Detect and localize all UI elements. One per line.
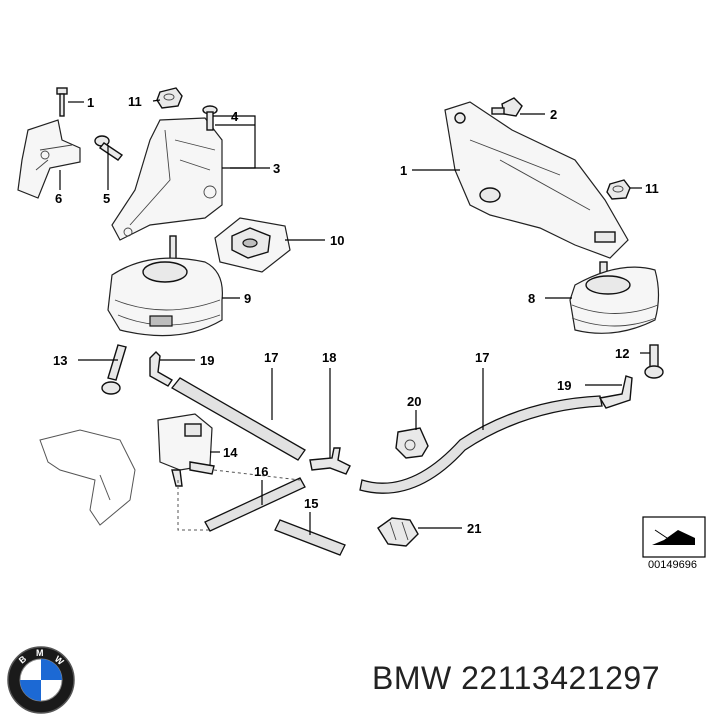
callout-6: 6 <box>55 191 62 206</box>
part-caption: BMW 22113421297 <box>372 660 660 697</box>
callout-12: 12 <box>615 346 629 361</box>
caption-brand: BMW <box>372 660 452 696</box>
part-1-bracket <box>444 101 629 259</box>
callout-20: 20 <box>407 394 421 409</box>
part-4-bolt <box>202 105 218 131</box>
bmw-logo: B M W <box>7 646 75 714</box>
callout-18: 18 <box>322 350 336 365</box>
part-18-t-connector <box>309 447 351 475</box>
callout-11-left: 11 <box>128 94 142 109</box>
part-7-bolt <box>56 87 68 117</box>
callout-5: 5 <box>103 191 110 206</box>
part-12-bolt <box>644 344 664 379</box>
logo-letter-m: M <box>36 648 44 658</box>
callout-11-right: 11 <box>645 181 659 196</box>
part-16-hose <box>204 477 306 532</box>
part-15-hose <box>274 519 346 556</box>
callout-2: 2 <box>550 107 557 122</box>
part-14-vacuum-valve <box>157 413 215 487</box>
callout-labels: 1 11 4 3 5 6 10 9 1 2 11 8 12 13 19 17 1… <box>53 94 659 536</box>
callout-17-left: 17 <box>264 350 278 365</box>
callout-21: 21 <box>467 521 481 536</box>
part-20-clip <box>395 427 429 459</box>
part-3-support-bracket <box>111 117 223 241</box>
part-17-hose-right <box>359 395 603 494</box>
reference-number: 00149696 <box>648 559 697 571</box>
callout-10: 10 <box>330 233 344 248</box>
callout-4: 4 <box>231 109 239 124</box>
part-13-bolt <box>101 344 127 395</box>
part-5-bolt <box>94 135 124 161</box>
part-11-nut-left <box>156 87 183 109</box>
leader-lines <box>59 99 650 535</box>
callout-13: 13 <box>53 353 67 368</box>
callout-19-right: 19 <box>557 378 571 393</box>
callout-17-right: 17 <box>475 350 489 365</box>
part-19-connector-right <box>598 375 633 409</box>
callout-7: 1 <box>87 95 94 110</box>
reference-box: 00149696 <box>642 516 706 571</box>
vacuum-valve-bracket <box>39 429 136 526</box>
part-6-bracket <box>17 119 81 199</box>
callout-3: 3 <box>273 161 280 176</box>
callout-9: 9 <box>244 291 251 306</box>
part-17-hose-left <box>171 377 306 461</box>
callout-16: 16 <box>254 464 268 479</box>
callout-14: 14 <box>223 445 238 460</box>
callout-1: 1 <box>400 163 407 178</box>
callout-19-left: 19 <box>200 353 214 368</box>
part-8-engine-mount <box>569 261 660 334</box>
caption-part-number: 22113421297 <box>461 660 660 696</box>
callout-8: 8 <box>528 291 535 306</box>
logo-letter-b: B <box>17 653 29 665</box>
part-21-clip <box>377 517 419 547</box>
part-11-nut-right <box>606 179 631 200</box>
part-10-pad <box>214 217 291 273</box>
part-19-connector-left <box>149 351 173 387</box>
part-2-bolt <box>491 97 523 117</box>
callout-15: 15 <box>304 496 318 511</box>
part-9-engine-mount <box>107 235 223 337</box>
